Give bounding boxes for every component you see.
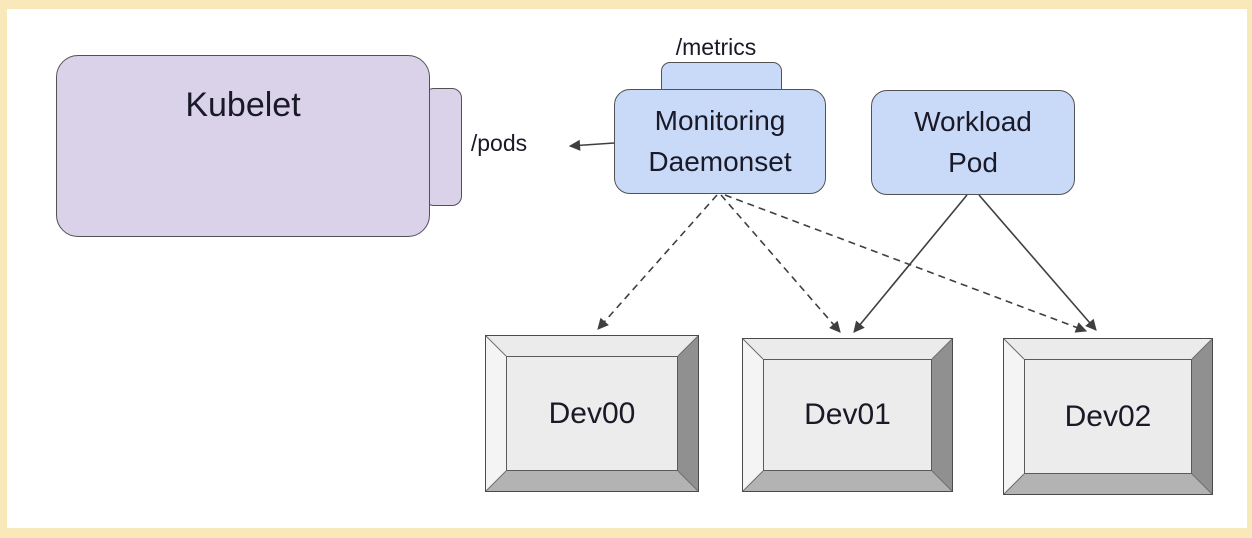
node-dev02: Dev02 <box>1003 338 1213 495</box>
dev01-label: Dev01 <box>804 398 891 431</box>
dev01-bevel <box>743 339 952 491</box>
edge-monitoring-to-dev02 <box>724 194 1088 333</box>
dev02-bevel <box>1004 339 1212 494</box>
node-dev01: Dev01 <box>742 338 953 492</box>
edge-workload-to-dev02 <box>978 194 1097 331</box>
node-kubelet: Kubelet <box>56 55 430 237</box>
dev00-face: Dev00 <box>506 356 678 471</box>
edge-monitoring-to-dev00 <box>597 194 718 330</box>
edge-monitoring-to-pods <box>568 139 615 151</box>
pods-endpoint-label: /pods <box>470 130 528 156</box>
dev01-face: Dev01 <box>763 359 932 471</box>
kubelet-label: Kubelet <box>185 86 301 124</box>
node-dev00: Dev00 <box>485 335 699 492</box>
edge-workload-to-dev01 <box>853 194 968 333</box>
node-monitoring-daemonset: Monitoring Daemonset <box>614 89 826 194</box>
node-workload-pod: Workload Pod <box>871 90 1075 195</box>
edge-monitoring-to-dev01 <box>720 194 841 333</box>
dev00-bevel <box>486 336 698 491</box>
monitoring-daemonset-label: Monitoring Daemonset <box>648 104 792 177</box>
metrics-endpoint-label: /metrics <box>675 34 757 60</box>
dev02-label: Dev02 <box>1064 399 1152 433</box>
dev00-label: Dev00 <box>548 396 636 430</box>
workload-pod-label: Workload Pod <box>914 105 1032 178</box>
dev02-face: Dev02 <box>1024 359 1192 474</box>
